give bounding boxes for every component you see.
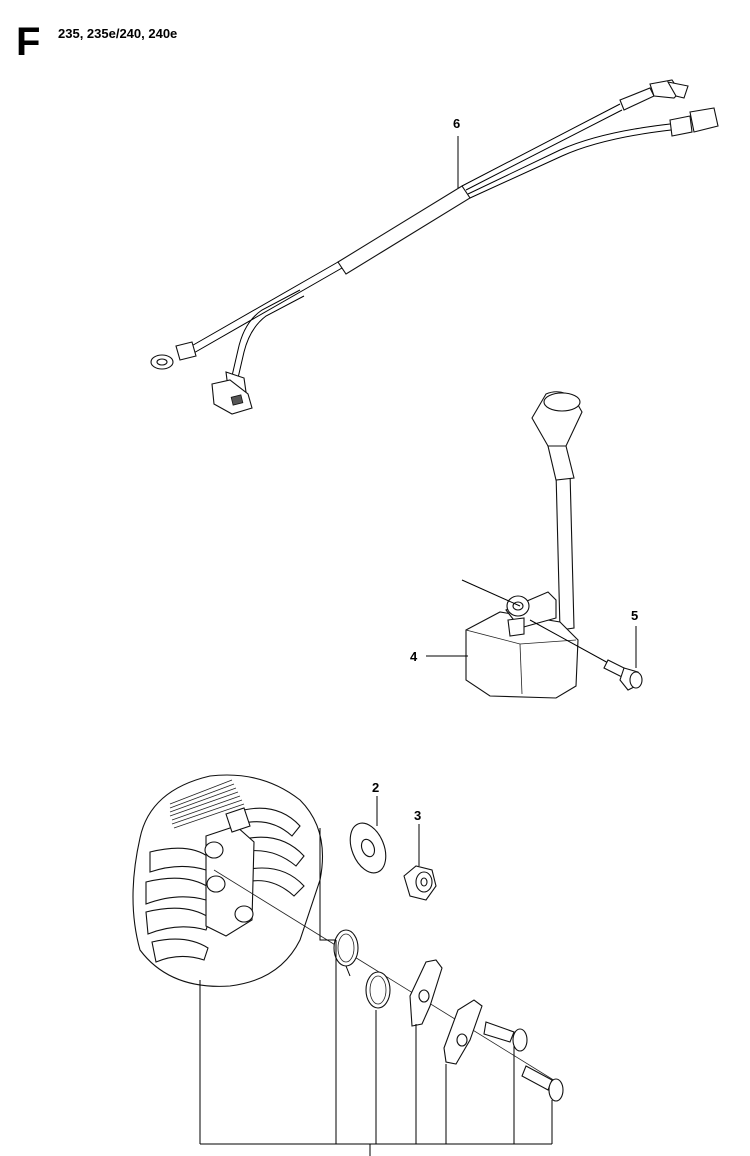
callout-4: 4 xyxy=(410,649,418,664)
screw[interactable] xyxy=(529,619,643,691)
spring-lower[interactable] xyxy=(365,971,391,1009)
group-leaders xyxy=(199,940,553,1156)
magnet-stripes xyxy=(169,779,245,829)
model-list: 235, 235e/240, 240e xyxy=(58,26,178,41)
pin-lower[interactable] xyxy=(521,1065,564,1102)
ignition-module[interactable] xyxy=(426,391,583,699)
nut[interactable] xyxy=(403,824,437,901)
pawl-lower[interactable] xyxy=(443,999,483,1065)
pin-upper[interactable] xyxy=(483,1021,528,1052)
wiring-harness[interactable] xyxy=(150,79,719,415)
callout-5: 5 xyxy=(631,608,638,623)
pawl-upper[interactable] xyxy=(409,959,443,1027)
spring-upper[interactable] xyxy=(333,929,359,977)
callout-3: 3 xyxy=(414,808,421,823)
callout-6: 6 xyxy=(453,116,460,131)
washer[interactable] xyxy=(343,796,392,878)
section-letter: F xyxy=(16,20,41,64)
flywheel[interactable] xyxy=(132,774,323,987)
callout-2: 2 xyxy=(372,780,379,795)
group-bracket xyxy=(319,828,336,941)
axis-line xyxy=(213,869,561,1085)
